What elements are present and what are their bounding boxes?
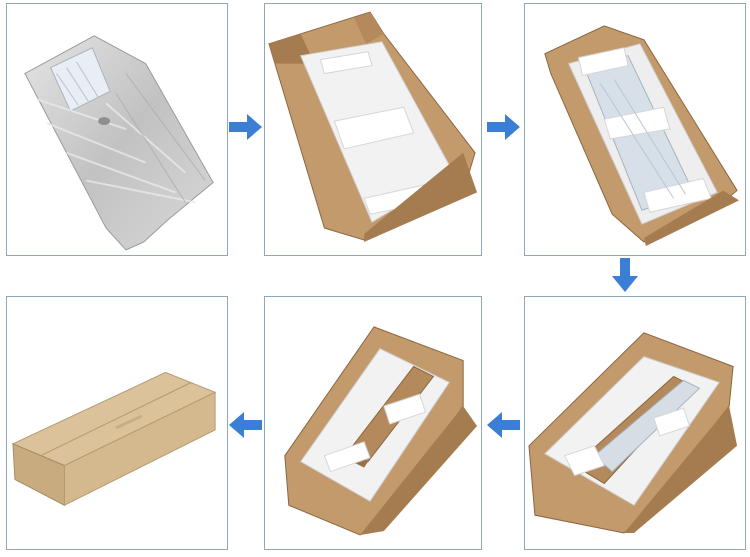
wrapped-light-illustration: [24, 35, 214, 251]
box-with-foam-illustration: [268, 11, 478, 242]
sealed-carton-illustration: [11, 371, 217, 507]
step-2-box-with-foam: [264, 3, 482, 256]
left-arrow-icon: [487, 412, 520, 438]
step-3-light-in-box: [524, 3, 746, 256]
down-arrow-icon: [612, 258, 638, 292]
left-arrow-icon: [229, 412, 262, 438]
pole-inserted-illustration: [284, 326, 478, 536]
right-arrow-icon: [229, 114, 262, 140]
step-5-pole-inserted: [264, 296, 482, 550]
second-layer-illustration: [528, 332, 738, 534]
step-1-wrapped-light: [6, 3, 228, 256]
right-arrow-icon: [487, 114, 520, 140]
step-4-second-layer: [524, 296, 746, 550]
light-in-box-illustration: [544, 25, 740, 246]
step-6-sealed-carton: [6, 296, 228, 550]
